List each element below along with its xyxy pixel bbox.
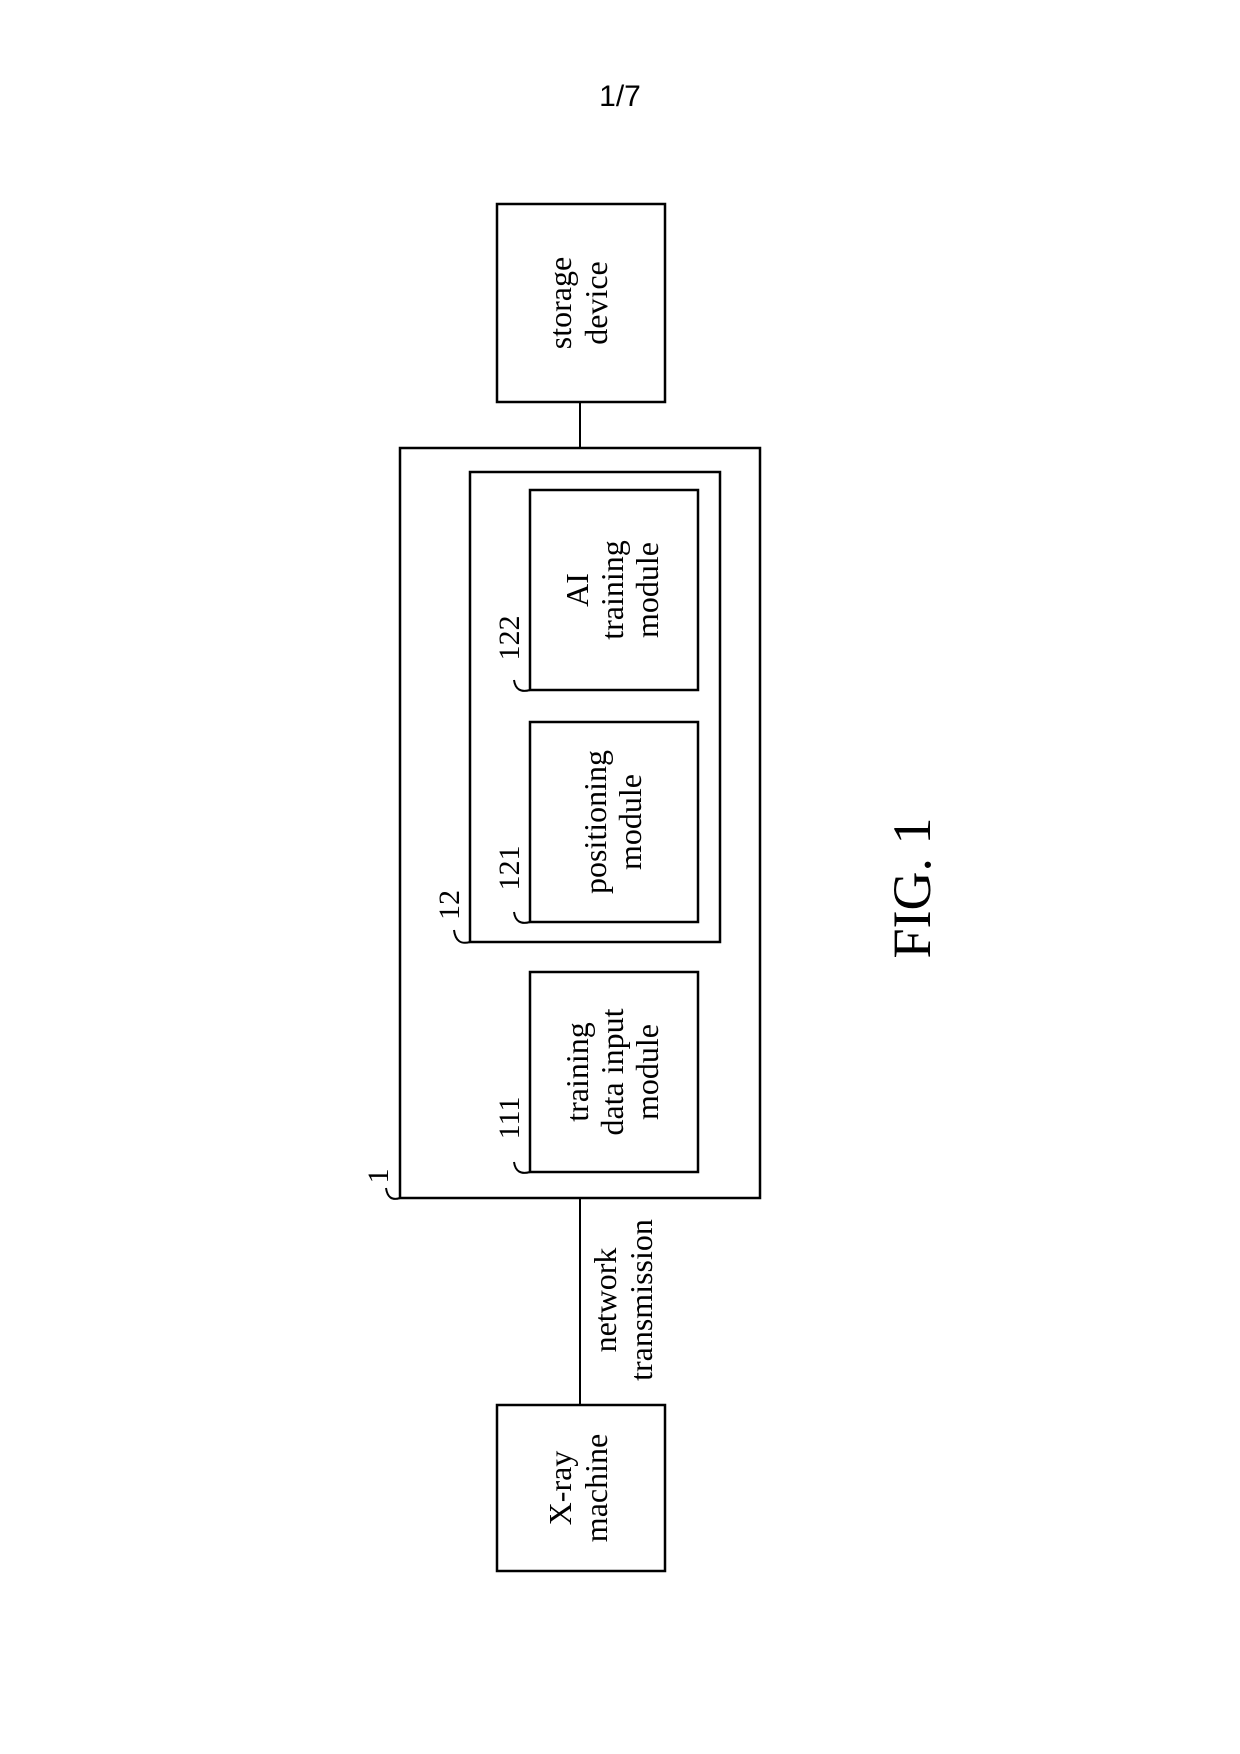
svg-text:FIG. 1: FIG. 1 (882, 817, 942, 958)
svg-text:module: module (629, 1024, 665, 1120)
svg-text:transmission: transmission (623, 1219, 659, 1381)
svg-text:111: 111 (493, 1097, 526, 1140)
svg-text:data input: data input (594, 1008, 630, 1135)
storage-device-label: storage device (542, 257, 614, 349)
network-transmission-label: network transmission (587, 1219, 659, 1381)
svg-text:module: module (629, 542, 665, 638)
positioning-module-ref-leader (513, 911, 531, 924)
xray-machine-label: X-ray machine (542, 1434, 614, 1542)
positioning-module-ref: 121 (493, 846, 526, 891)
training-data-input-module-ref: 111 (493, 1097, 526, 1140)
svg-text:training: training (594, 540, 630, 640)
svg-text:122: 122 (493, 616, 526, 661)
svg-text:device: device (578, 261, 614, 345)
positioning-module-label: positioning module (577, 750, 648, 894)
xray-machine-box (495, 1403, 667, 1573)
training-data-input-module-box (528, 970, 700, 1174)
group-ref: 12 (433, 890, 466, 920)
svg-text:module: module (612, 774, 648, 870)
svg-text:training: training (559, 1022, 595, 1122)
system-ref-leader (385, 1187, 401, 1200)
figure-caption: FIG. 1 (882, 817, 942, 958)
system-box (398, 446, 762, 1200)
svg-text:machine: machine (578, 1434, 614, 1542)
svg-text:positioning: positioning (577, 750, 613, 894)
group-box (468, 470, 722, 944)
ai-training-module-ref-leader (513, 679, 531, 692)
positioning-module-box (528, 720, 700, 924)
svg-text:AI: AI (559, 573, 595, 607)
training-data-input-module-ref-leader (513, 1161, 531, 1174)
ai-training-module-ref: 122 (493, 616, 526, 661)
training-data-input-module-label: training data input module (559, 1008, 665, 1135)
group-ref-leader (453, 929, 471, 944)
svg-text:1: 1 (362, 1169, 395, 1184)
page-number: 1/7 (599, 80, 641, 113)
svg-text:storage: storage (542, 257, 578, 349)
system-ref: 1 (362, 1169, 395, 1184)
svg-text:12: 12 (433, 890, 466, 920)
ai-training-module-box (528, 488, 700, 692)
svg-text:121: 121 (493, 846, 526, 891)
storage-device-box (495, 202, 667, 404)
svg-text:X-ray: X-ray (542, 1451, 578, 1526)
svg-text:network: network (587, 1248, 623, 1353)
ai-training-module-label: AI training module (559, 540, 665, 640)
